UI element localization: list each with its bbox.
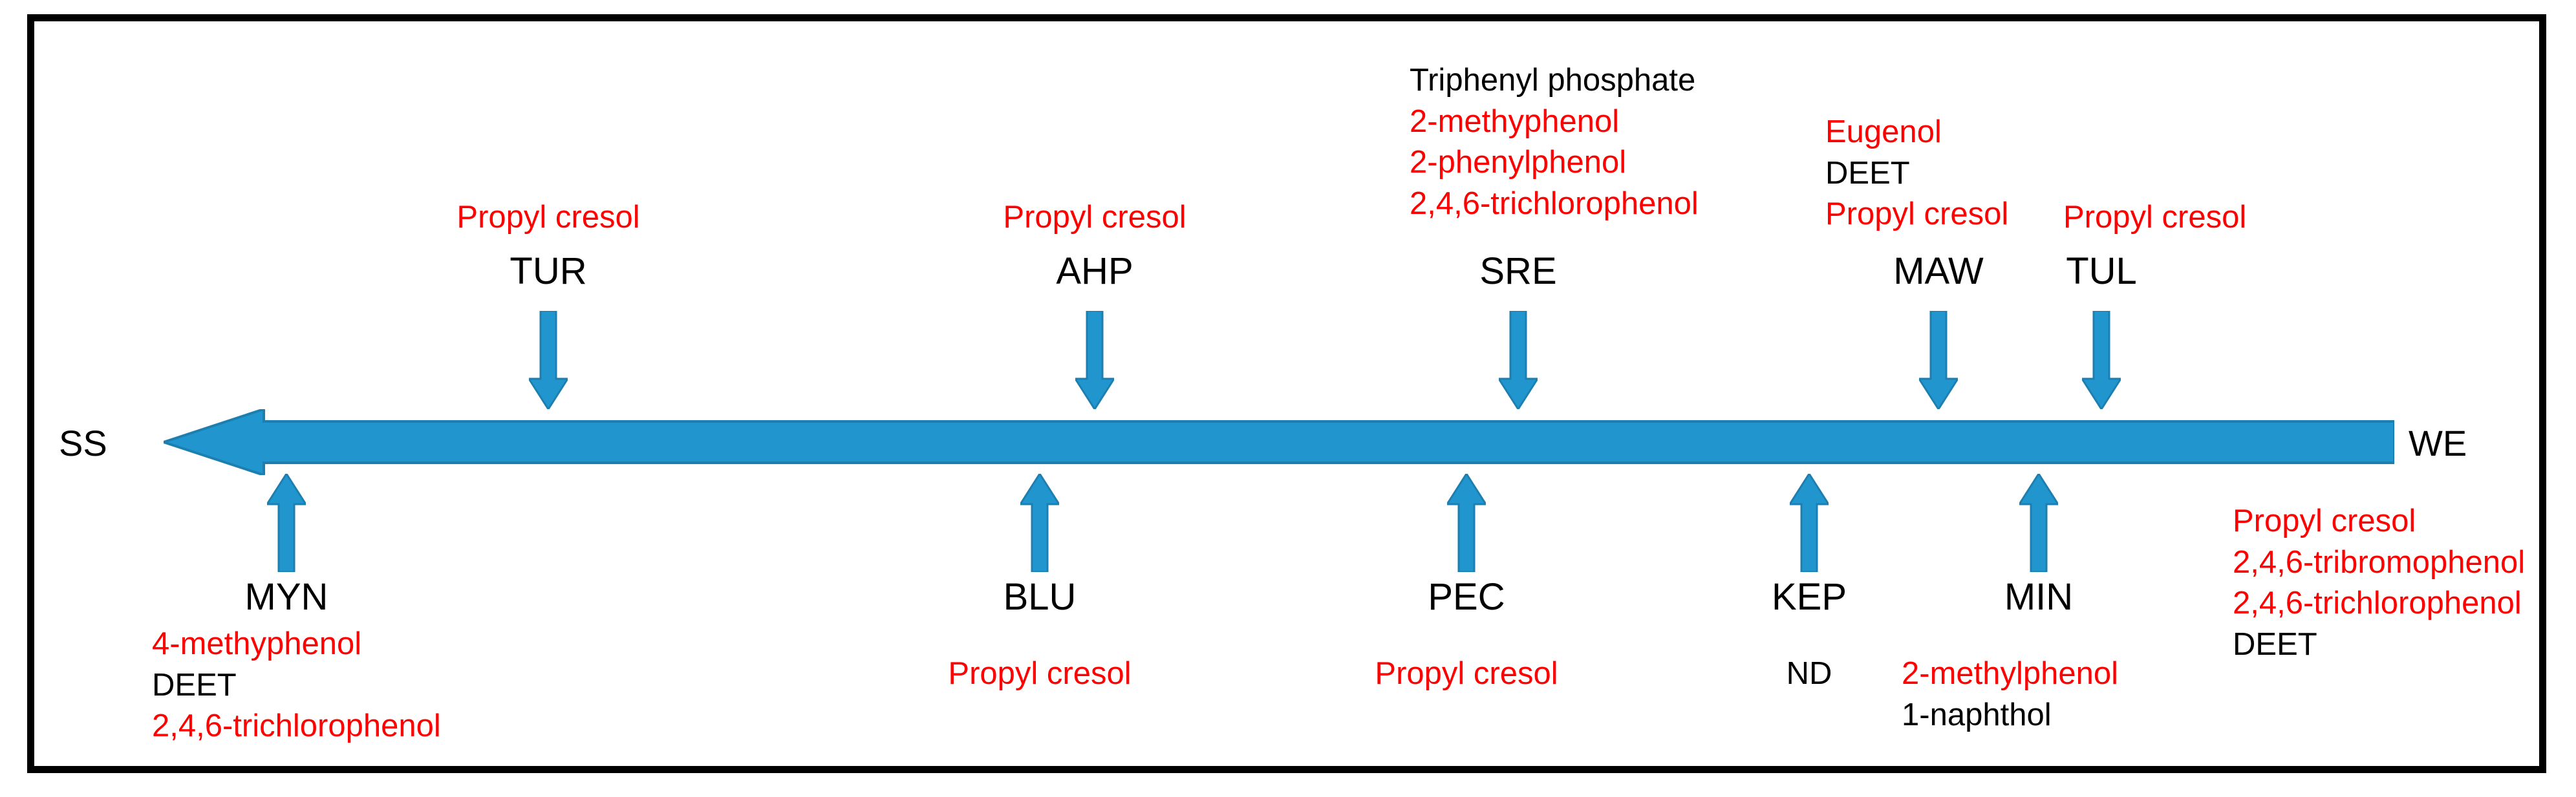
site-code-sre: SRE <box>1479 250 1557 292</box>
compound-item: 2,4,6-trichlorophenol <box>2233 586 2522 621</box>
compound-list-maw: Eugenol DEET Propyl cresol <box>1825 112 2008 235</box>
site-code-maw: MAW <box>1893 250 1984 292</box>
up-arrow-pec <box>1447 474 1486 572</box>
main-axis-arrow <box>164 409 2394 475</box>
compound-item: Propyl cresol <box>456 200 640 235</box>
site-code-tul: TUL <box>2066 250 2137 292</box>
compound-item: Propyl cresol <box>948 656 1132 691</box>
compound-item: 4-methyphenol <box>152 626 362 661</box>
compound-list-myn: 4-methyphenol DEET 2,4,6-trichlorophenol <box>152 624 441 747</box>
down-arrow-sre <box>1499 311 1538 409</box>
up-arrow-blu <box>1020 474 1059 572</box>
site-code-ahp: AHP <box>1056 250 1133 292</box>
compound-list-pec: Propyl cresol <box>1375 654 1558 695</box>
compound-list-tur: Propyl cresol <box>456 197 639 239</box>
compound-list-we: Propyl cresol 2,4,6-tribromophenol 2,4,6… <box>2233 501 2525 666</box>
compound-item: Propyl cresol <box>2233 504 2416 538</box>
compound-item: Propyl cresol <box>1375 656 1558 691</box>
compound-list-kep: ND <box>1787 654 1832 695</box>
down-arrow-tul <box>2082 311 2121 409</box>
compound-item: ND <box>1786 656 1832 691</box>
up-arrow-min <box>2019 474 2058 572</box>
diagram-frame: SS WE Propyl cresol TUR Propyl cresol AH… <box>27 14 2546 773</box>
site-code-kep: KEP <box>1771 576 1847 618</box>
site-code-myn: MYN <box>244 576 328 618</box>
compound-list-min: 2-methylphenol 1-naphthol <box>1902 654 2118 736</box>
site-code-tur: TUR <box>510 250 587 292</box>
site-code-min: MIN <box>2004 576 2074 618</box>
compound-item: 2-methylphenol <box>1902 656 2119 691</box>
down-arrow-ahp <box>1075 311 1114 409</box>
compound-item: 2,4,6-trichlorophenol <box>152 708 441 744</box>
compound-list-ahp: Propyl cresol <box>1003 197 1186 239</box>
axis-label-we: WE <box>2409 423 2467 463</box>
compound-item: Eugenol <box>1825 114 1942 149</box>
compound-item: Propyl cresol <box>1003 200 1186 235</box>
up-arrow-myn <box>267 474 306 572</box>
compound-list-blu: Propyl cresol <box>948 654 1131 695</box>
compound-item: 2-methyphenol <box>1410 103 1620 139</box>
compound-item: 2,4,6-trichlorophenol <box>1410 186 1699 222</box>
compound-item: Propyl cresol <box>2063 200 2247 235</box>
compound-list-sre: Triphenyl phosphate 2-methyphenol 2-phen… <box>1410 60 1699 225</box>
compound-list-tul: Propyl cresol <box>2063 197 2246 239</box>
compound-item: DEET <box>152 667 237 703</box>
compound-item: 1-naphthol <box>1902 697 2052 732</box>
compound-item: Triphenyl phosphate <box>1410 63 1696 98</box>
compound-item: 2,4,6-tribromophenol <box>2233 544 2526 580</box>
down-arrow-maw <box>1919 311 1958 409</box>
compound-item: 2-phenylphenol <box>1410 145 1627 180</box>
compound-item: DEET <box>1825 155 1910 191</box>
up-arrow-kep <box>1790 474 1829 572</box>
site-code-blu: BLU <box>1003 576 1077 618</box>
site-code-pec: PEC <box>1428 576 1505 618</box>
down-arrow-tur <box>529 311 568 409</box>
compound-item: Propyl cresol <box>1825 197 2009 232</box>
compound-item: DEET <box>2233 627 2317 663</box>
axis-label-ss: SS <box>59 423 107 463</box>
